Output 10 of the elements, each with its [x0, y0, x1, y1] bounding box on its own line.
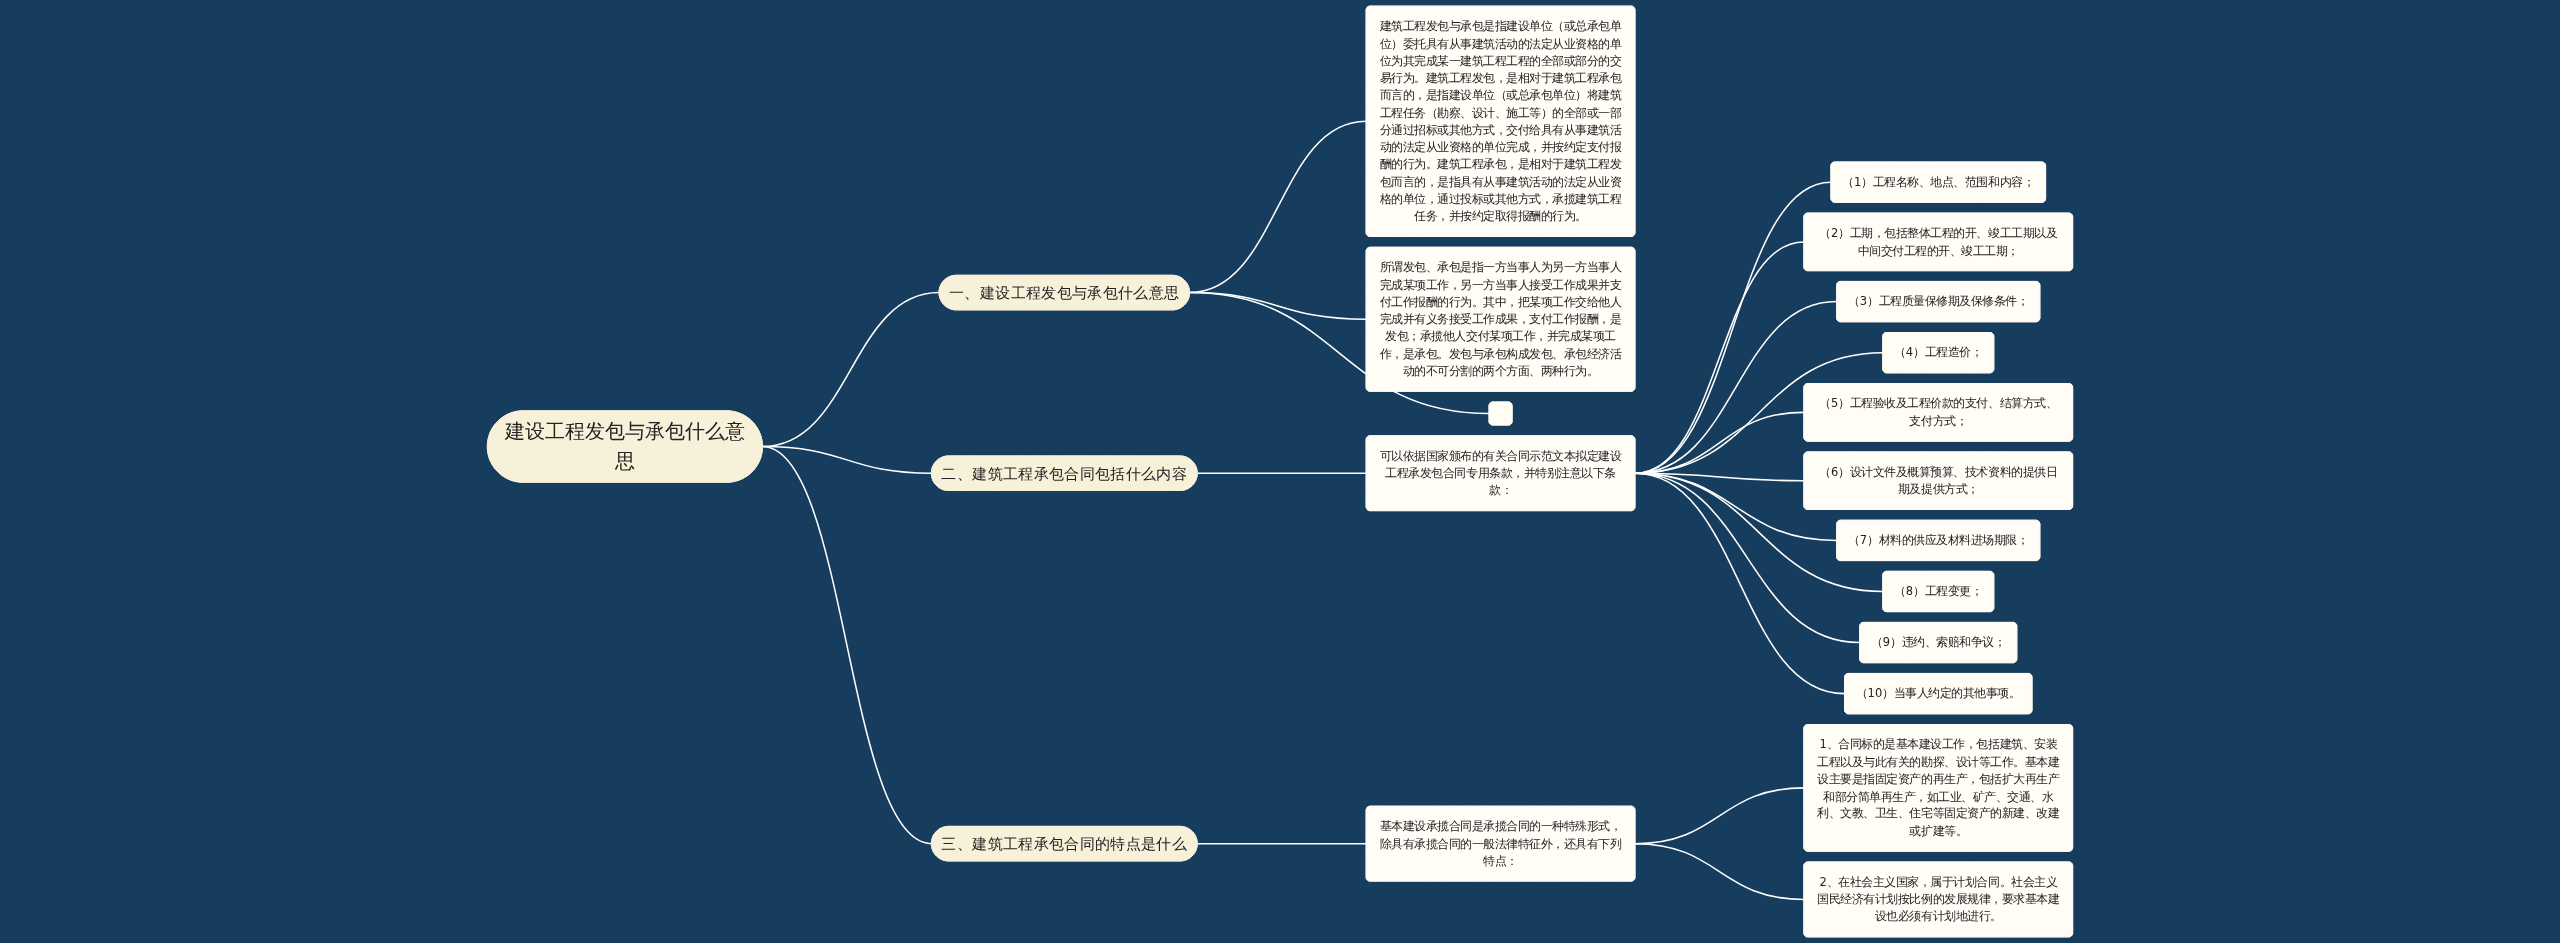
- connector: [1634, 472, 1838, 542]
- connector: [761, 445, 933, 845]
- connector: [1196, 472, 1367, 474]
- connector: [1634, 472, 1805, 482]
- connector: [1634, 472, 1861, 644]
- connector: [1196, 842, 1367, 845]
- connector: [1634, 472, 1846, 695]
- connector: [1634, 472, 1884, 593]
- connector: [1634, 842, 1805, 901]
- connector: [1188, 291, 1490, 415]
